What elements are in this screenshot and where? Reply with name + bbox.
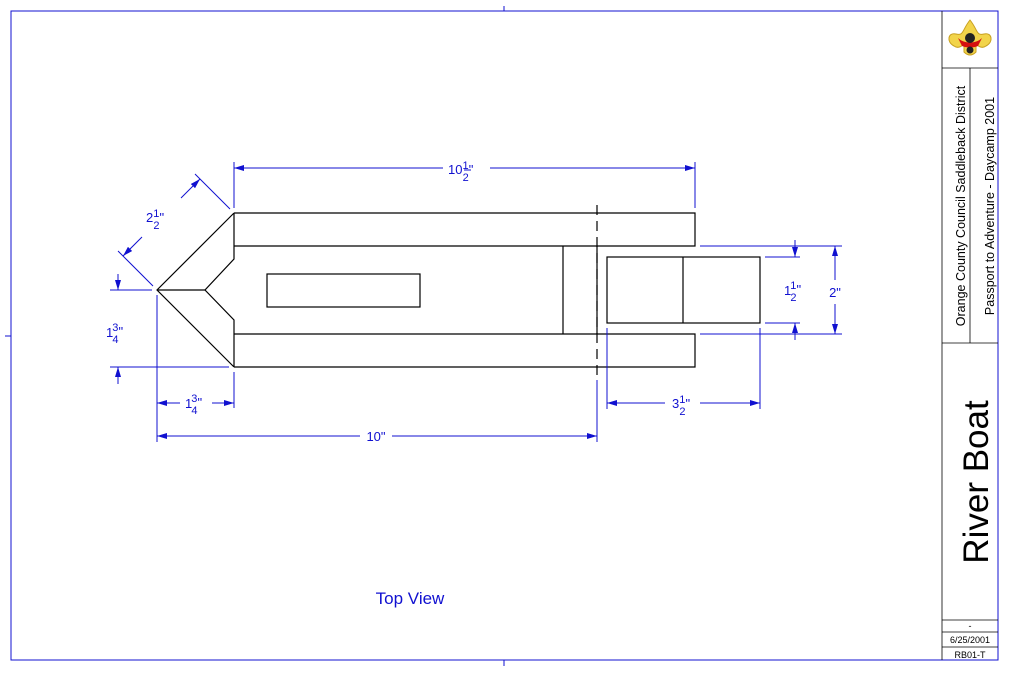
drawing-title: River Boat <box>957 400 996 564</box>
boat-outline <box>156 205 761 375</box>
date-text: 6/25/2001 <box>950 635 990 645</box>
dim-hull-length: 10" <box>366 429 385 444</box>
drawing-number-text: RB01-T <box>954 650 986 660</box>
title-block: Orange County Council Saddleback Distric… <box>941 11 998 660</box>
organization-text: Orange County Council Saddleback Distric… <box>954 85 968 326</box>
dim-slot-width: 2" <box>829 285 841 300</box>
center-ticks <box>5 6 505 666</box>
sheet-border <box>10 10 999 661</box>
scout-emblem-logo <box>948 19 992 56</box>
view-label: Top View <box>376 589 445 608</box>
revision-text: - <box>969 621 972 631</box>
cabin-rect <box>266 273 421 308</box>
event-text: Passport to Adventure - Daycamp 2001 <box>983 97 997 315</box>
